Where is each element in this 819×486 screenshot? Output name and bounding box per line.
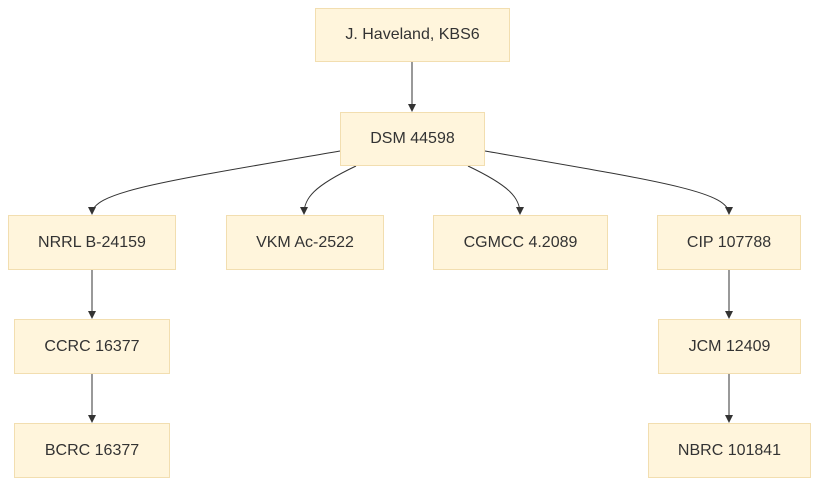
node-cgmcc-4-2089: CGMCC 4.2089 bbox=[433, 215, 608, 270]
node-vkm-ac-2522: VKM Ac-2522 bbox=[226, 215, 384, 270]
node-ccrc-16377: CCRC 16377 bbox=[14, 319, 170, 374]
node-bcrc-16377: BCRC 16377 bbox=[14, 423, 170, 478]
edge-dsm-nrrl bbox=[88, 150, 341, 215]
node-j-haveland-kbs6: J. Haveland, KBS6 bbox=[315, 8, 510, 62]
edge-dsm-vkm bbox=[300, 165, 357, 215]
node-nbrc-101841: NBRC 101841 bbox=[648, 423, 811, 478]
edge-dsm-cgmcc bbox=[467, 165, 524, 215]
node-dsm-44598: DSM 44598 bbox=[340, 112, 485, 166]
node-nrrl-b-24159: NRRL B-24159 bbox=[8, 215, 176, 270]
edge-dsm-cip bbox=[484, 150, 733, 215]
node-cip-107788: CIP 107788 bbox=[657, 215, 801, 270]
node-jcm-12409: JCM 12409 bbox=[658, 319, 801, 374]
